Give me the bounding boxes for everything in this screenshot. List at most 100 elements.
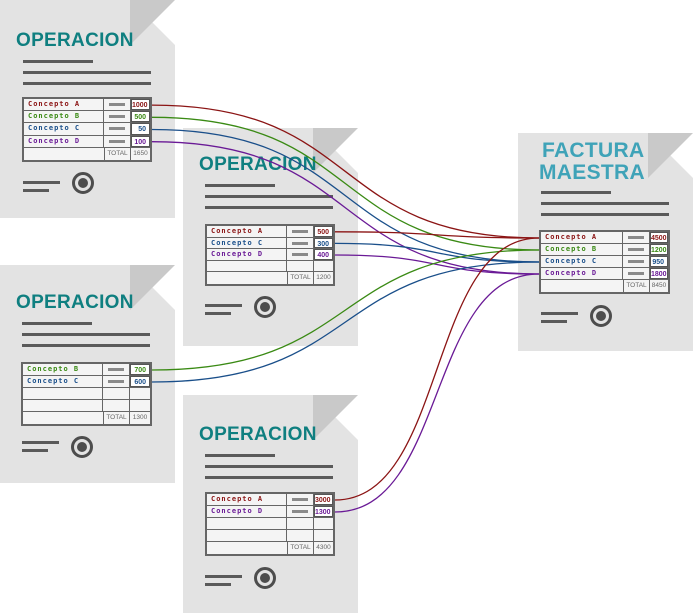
flow-line-concepto-c: [151, 128, 540, 263]
text-line: [22, 344, 150, 347]
concept-label: Concepto B: [24, 111, 104, 123]
flow-line-concepto-d: [151, 141, 540, 275]
factura-title-line1: FACTURA: [542, 139, 645, 162]
amount-cell: 1800: [650, 268, 668, 279]
amount-cell: 3000: [314, 494, 333, 505]
text-line: [22, 322, 92, 325]
text-line: [23, 82, 151, 85]
signature-line: [205, 575, 242, 578]
qty-cell: [287, 226, 314, 237]
signature-line: [23, 181, 60, 184]
qty-placeholder: [109, 139, 125, 143]
qty-placeholder: [628, 248, 644, 251]
qty-placeholder: [292, 241, 308, 245]
table-row: [23, 400, 150, 412]
amount-cell: 1000: [131, 99, 150, 111]
qty-cell: [103, 400, 130, 411]
concept-label: Concepto A: [207, 494, 287, 505]
doc-title: OPERACION: [16, 292, 134, 313]
amount-cell: 500: [314, 226, 333, 237]
table-row: Concepto C 50: [24, 123, 150, 136]
qty-cell: [623, 256, 650, 267]
concept-label: Concepto C: [24, 123, 104, 135]
signature-line: [22, 441, 59, 444]
total-value: 1200: [316, 274, 331, 282]
concept-label: [207, 518, 287, 529]
qty-cell: [287, 237, 314, 249]
amount-cell: 300: [314, 237, 333, 249]
amount-cell: 700: [130, 364, 150, 375]
amount-cell: 50: [131, 123, 150, 135]
table-row: [23, 388, 150, 400]
total-label: TOTAL: [103, 412, 130, 424]
table-row: Concepto A 1000: [24, 99, 150, 112]
flow-line-concepto-d: [334, 254, 540, 275]
qty-cell: [287, 260, 314, 272]
concept-label: [23, 400, 103, 411]
concept-label: [207, 260, 287, 272]
flow-line-concepto-a: [334, 231, 540, 239]
text-line: [23, 71, 151, 74]
qty-placeholder: [109, 103, 125, 106]
signature-line: [205, 312, 231, 315]
qty-cell: [103, 388, 130, 399]
table-row: [207, 530, 333, 542]
concept-label: Concepto C: [541, 256, 623, 267]
amount-cell: 1200: [650, 244, 668, 255]
total-label: TOTAL: [287, 542, 314, 554]
amount-cell: 500: [131, 111, 150, 123]
amount-cell: 1300: [314, 506, 333, 517]
signature-line: [205, 583, 231, 586]
concept-label: Concepto D: [541, 268, 623, 279]
concept-label: [23, 388, 103, 399]
total-label: TOTAL: [287, 272, 314, 284]
total-value: 4300: [316, 544, 331, 551]
text-line: [205, 476, 333, 479]
amount-cell: 100: [131, 135, 150, 147]
qty-cell: [103, 364, 130, 375]
table-row: Concepto B 500: [24, 111, 150, 124]
flow-line-concepto-a: [151, 104, 540, 239]
table-row: Concepto A 3000: [207, 494, 333, 506]
qty-placeholder: [109, 127, 125, 131]
text-line: [205, 184, 275, 187]
page-fold-flap: [648, 133, 693, 178]
qty-cell: [104, 123, 131, 135]
qty-cell: [287, 506, 314, 517]
table-row: [207, 260, 333, 273]
qty-cell: [623, 232, 650, 243]
text-line: [541, 213, 669, 216]
seal-icon: [72, 172, 94, 194]
qty-placeholder: [109, 115, 125, 119]
text-line: [205, 454, 275, 457]
flow-line-concepto-d: [334, 273, 540, 513]
signature-line: [23, 189, 49, 192]
qty-placeholder: [108, 368, 124, 371]
flow-line-concepto-a: [334, 237, 540, 501]
concept-label: Concepto A: [24, 99, 104, 111]
concept-label: Concepto A: [541, 232, 623, 243]
text-line: [205, 206, 333, 209]
total-value: 1650: [133, 149, 148, 157]
signature-line: [205, 304, 242, 307]
text-line: [22, 333, 150, 336]
page-fold-flap: [130, 265, 175, 310]
total-value: 1300: [132, 414, 148, 421]
